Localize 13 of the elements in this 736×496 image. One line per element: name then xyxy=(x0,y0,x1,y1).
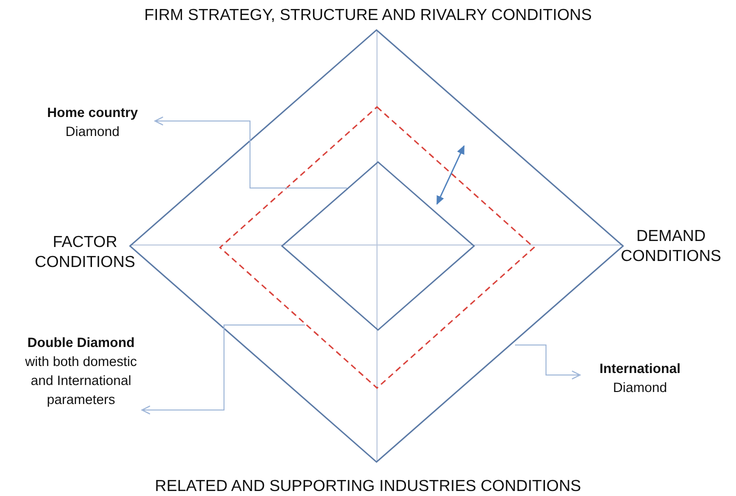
callout-text: Diamond xyxy=(612,379,668,397)
callout-heading: Double Diamond xyxy=(27,334,135,352)
leader-line xyxy=(154,116,348,188)
callout-heading: International xyxy=(599,360,680,378)
corner-heading: RELATED AND SUPPORTING INDUSTRIES CONDITIONS xyxy=(154,477,582,496)
callout-text: Diamond xyxy=(65,123,120,141)
side-heading: DEMAND CONDITIONS xyxy=(620,227,722,267)
side-heading: FACTOR CONDITIONS xyxy=(34,233,136,273)
corner-heading: FIRM STRATEGY, STRUCTURE AND RIVALRY CONDITIONS xyxy=(143,6,593,26)
leader-line xyxy=(514,344,581,380)
leader-line xyxy=(141,324,306,415)
callout-text: with both domestic and International parameters xyxy=(24,353,138,409)
callout-heading: Home country xyxy=(47,104,138,122)
